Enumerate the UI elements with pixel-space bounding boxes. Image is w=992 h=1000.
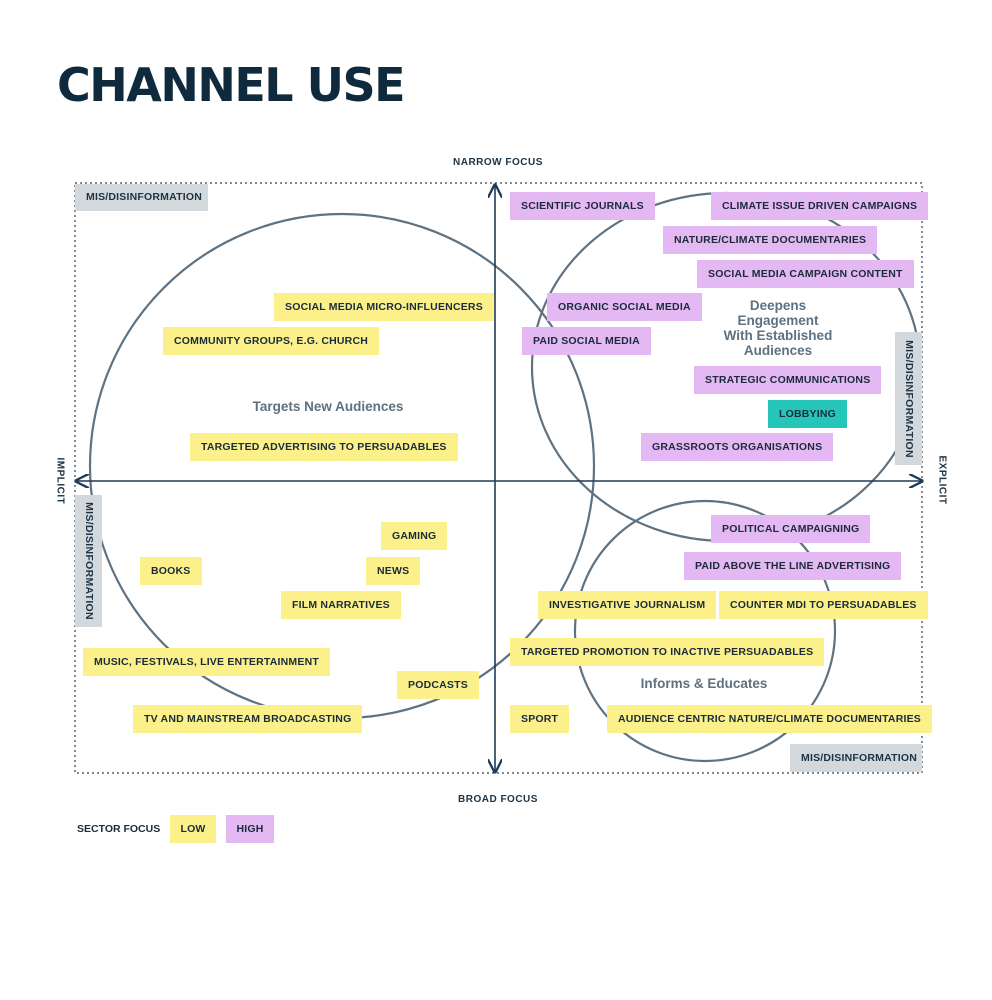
page-title: CHANNEL USE xyxy=(57,58,406,112)
tag-audience-centric-documentaries: AUDIENCE CENTRIC NATURE/CLIMATE DOCUMENT… xyxy=(607,705,932,733)
tag-targeted-advertising: TARGETED ADVERTISING TO PERSUADABLES xyxy=(190,433,458,461)
axis-label-right: EXPLICIT xyxy=(936,455,948,505)
mis-disinformation-left: MIS/DISINFORMATION xyxy=(75,495,102,627)
legend-title: SECTOR FOCUS xyxy=(77,823,161,835)
tag-lobbying: LOBBYING xyxy=(768,400,848,428)
tag-podcasts: PODCASTS xyxy=(397,671,479,699)
axis-label-bottom: BROAD FOCUS xyxy=(458,794,538,805)
tag-paid-social-media: PAID SOCIAL MEDIA xyxy=(522,327,651,355)
tag-paid-above-the-line: PAID ABOVE THE LINE ADVERTISING xyxy=(684,552,902,580)
legend-low: LOW xyxy=(170,815,216,843)
axis-label-top: NARROW FOCUS xyxy=(453,157,543,168)
tag-targeted-promotion: TARGETED PROMOTION TO INACTIVE PERSUADAB… xyxy=(510,638,825,666)
tag-counter-mdi: COUNTER MDI TO PERSUADABLES xyxy=(719,591,928,619)
axis-label-left: IMPLICIT xyxy=(54,457,66,505)
tag-organic-social-media: ORGANIC SOCIAL MEDIA xyxy=(547,293,702,321)
tag-news: NEWS xyxy=(366,557,421,585)
circle-label-informs-educates: Informs & Educates xyxy=(640,676,768,691)
legend-high: HIGH xyxy=(226,815,274,843)
tag-film-narratives: FILM NARRATIVES xyxy=(281,591,401,619)
tag-tv-broadcasting: TV AND MAINSTREAM BROADCASTING xyxy=(133,705,363,733)
tag-political-campaigning: POLITICAL CAMPAIGNING xyxy=(711,515,871,543)
tag-community-groups: COMMUNITY GROUPS, E.G. CHURCH xyxy=(163,327,380,355)
tag-gaming: GAMING xyxy=(381,522,448,550)
tag-social-media-campaign-content: SOCIAL MEDIA CAMPAIGN CONTENT xyxy=(697,260,914,288)
tag-nature-climate-documentaries: NATURE/CLIMATE DOCUMENTARIES xyxy=(663,226,878,254)
circle-label-targets-new-audiences: Targets New Audiences xyxy=(252,399,404,414)
tag-strategic-communications: STRATEGIC COMMUNICATIONS xyxy=(694,366,882,394)
mis-disinformation-bottom-right: MIS/DISINFORMATION xyxy=(790,744,922,772)
tag-grassroots-organisations: GRASSROOTS ORGANISATIONS xyxy=(641,433,834,461)
mis-disinformation-top-left: MIS/DISINFORMATION xyxy=(75,184,208,211)
circle-label-deepens-engagement: Deepens Engagement With Established Audi… xyxy=(723,298,833,358)
tag-social-media-micro-influencers: SOCIAL MEDIA MICRO-INFLUENCERS xyxy=(274,293,494,321)
tag-sport: SPORT xyxy=(510,705,570,733)
tag-books: BOOKS xyxy=(140,557,202,585)
tag-climate-issue-campaigns: CLIMATE ISSUE DRIVEN CAMPAIGNS xyxy=(711,192,929,220)
mis-disinformation-right: MIS/DISINFORMATION xyxy=(895,332,922,465)
tag-scientific-journals: SCIENTIFIC JOURNALS xyxy=(510,192,655,220)
tag-music-festivals: MUSIC, FESTIVALS, LIVE ENTERTAINMENT xyxy=(83,648,330,676)
circle-informs-educates xyxy=(573,499,837,763)
tag-investigative-journalism: INVESTIGATIVE JOURNALISM xyxy=(538,591,717,619)
